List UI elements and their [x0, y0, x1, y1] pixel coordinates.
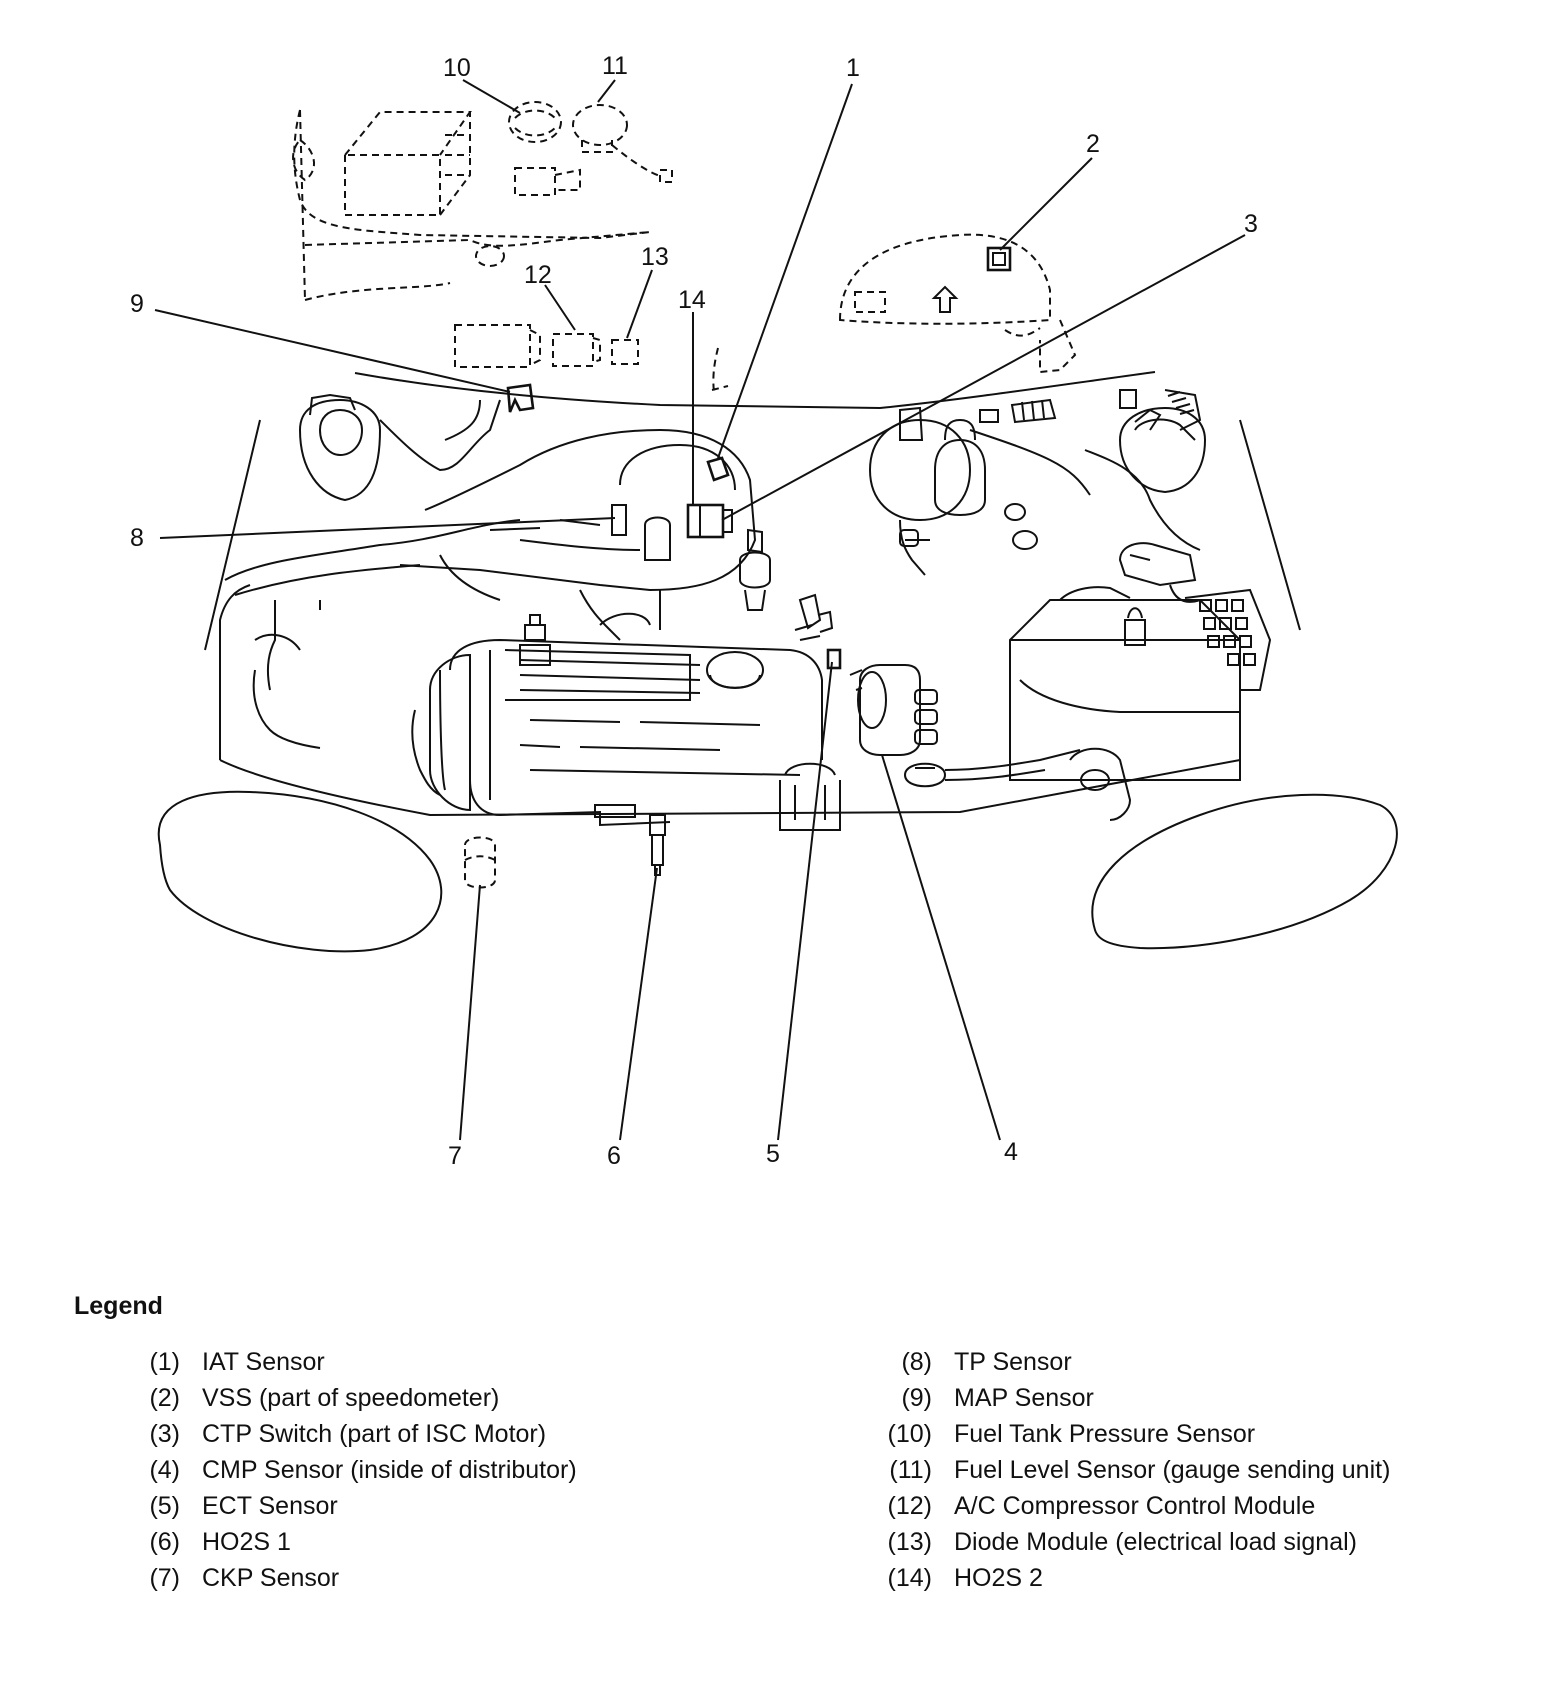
callout-11: 11 — [602, 52, 628, 80]
rear-dashed-components — [292, 101, 1077, 374]
crank-sensor-shape — [464, 836, 496, 889]
callout-numbers: 1 2 3 4 5 6 7 8 9 10 11 12 13 14 — [130, 52, 1258, 1170]
engine-block — [219, 584, 1241, 831]
legend-item: (10) Fuel Tank Pressure Sensor — [876, 1416, 1390, 1452]
legend-item-label: Fuel Tank Pressure Sensor — [954, 1420, 1256, 1448]
legend-item: (13) Diode Module (electrical load signal… — [876, 1524, 1390, 1560]
battery — [1009, 542, 1272, 781]
legend-item-label: CMP Sensor (inside of distributor) — [202, 1456, 577, 1484]
leader-lines — [154, 79, 1246, 1141]
legend-item-label: IAT Sensor — [202, 1348, 325, 1376]
callout-10: 10 — [443, 54, 471, 82]
legend-item: (1) IAT Sensor — [134, 1344, 577, 1380]
legend-item-number: (5) — [149, 1492, 180, 1520]
callout-12: 12 — [524, 261, 552, 289]
legend-item-label: ECT Sensor — [202, 1492, 338, 1520]
legend-item-number: (13) — [887, 1528, 932, 1556]
callout-3: 3 — [1244, 210, 1258, 238]
legend-item-label: CKP Sensor — [202, 1564, 340, 1592]
legend-item-label: MAP Sensor — [954, 1384, 1094, 1412]
legend-item: (11) Fuel Level Sensor (gauge sending uni… — [876, 1452, 1390, 1488]
right-strut-tower — [868, 389, 1207, 576]
legend-item: (5) ECT Sensor — [134, 1488, 577, 1524]
callout-14: 14 — [678, 286, 706, 314]
legend-item: (9) MAP Sensor — [876, 1380, 1390, 1416]
map-sensor-shape — [506, 383, 535, 413]
callout-7: 7 — [448, 1142, 462, 1170]
legend-item-number: (12) — [887, 1492, 932, 1520]
ho2s1-shape — [649, 814, 666, 876]
legend-item-label: HO2S 1 — [202, 1528, 291, 1556]
callout-5: 5 — [766, 1140, 780, 1168]
legend-item-number: (6) — [149, 1528, 180, 1556]
left-strut-tower — [298, 393, 501, 502]
legend-item: (6) HO2S 1 — [134, 1524, 577, 1560]
legend-item-number: (8) — [901, 1348, 932, 1376]
callout-6: 6 — [607, 1142, 621, 1170]
callout-8: 8 — [130, 524, 144, 552]
legend-item-number: (11) — [889, 1456, 932, 1484]
legend-item: (12) A/C Compressor Control Module — [876, 1488, 1390, 1524]
legend-item-label: CTP Switch (part of ISC Motor) — [202, 1420, 547, 1448]
legend-item-label: A/C Compressor Control Module — [954, 1492, 1316, 1520]
legend-item-number: (4) — [149, 1456, 180, 1484]
callout-9: 9 — [130, 290, 144, 318]
callout-13: 13 — [641, 243, 669, 271]
legend-item-label: Diode Module (electrical load signal) — [954, 1528, 1357, 1556]
engine-compartment-diagram: 1 2 3 4 5 6 7 8 9 10 11 12 13 14 — [130, 52, 1398, 1170]
legend-item: (3) CTP Switch (part of ISC Motor) — [134, 1416, 577, 1452]
legend-column-left: (1) IAT Sensor (2) VSS (part of speedomete… — [134, 1344, 577, 1596]
inlet-hose — [224, 519, 521, 749]
legend-item-number: (14) — [887, 1564, 932, 1592]
legend-item: (14) HO2S 2 — [876, 1560, 1390, 1596]
legend-item-label: VSS (part of speedometer) — [202, 1384, 500, 1412]
legend-item: (4) CMP Sensor (inside of distributor) — [134, 1452, 577, 1488]
callout-4: 4 — [1004, 1138, 1018, 1166]
legend-item-number: (7) — [149, 1564, 180, 1592]
legend-item: (7) CKP Sensor — [134, 1560, 577, 1596]
wheels — [157, 790, 1398, 953]
air-cleaner — [399, 347, 771, 641]
legend-item-number: (9) — [901, 1384, 932, 1412]
legend-item-number: (1) — [149, 1348, 180, 1376]
legend-item-number: (2) — [149, 1384, 180, 1412]
fuse-grid — [1199, 599, 1256, 666]
callout-2: 2 — [1086, 130, 1100, 158]
legend-item-label: TP Sensor — [954, 1348, 1072, 1376]
callout-1: 1 — [846, 54, 860, 82]
legend: Legend (1) IAT Sensor (2) VSS (part of spe… — [74, 1292, 1514, 1592]
legend-item: (2) VSS (part of speedometer) — [134, 1380, 577, 1416]
legend-item-number: (3) — [149, 1420, 180, 1448]
legend-item-label: Fuel Level Sensor (gauge sending unit) — [954, 1456, 1391, 1484]
legend-item: (8) TP Sensor — [876, 1344, 1390, 1380]
diagram-svg: 1 2 3 4 5 6 7 8 9 10 11 12 13 14 — [130, 52, 1398, 1170]
legend-column-right: (8) TP Sensor (9) MAP Sensor (10) Fuel Tank… — [876, 1344, 1391, 1596]
legend-item-number: (10) — [887, 1420, 932, 1448]
legend-item-label: HO2S 2 — [954, 1564, 1043, 1592]
legend-title: Legend — [74, 1292, 163, 1320]
